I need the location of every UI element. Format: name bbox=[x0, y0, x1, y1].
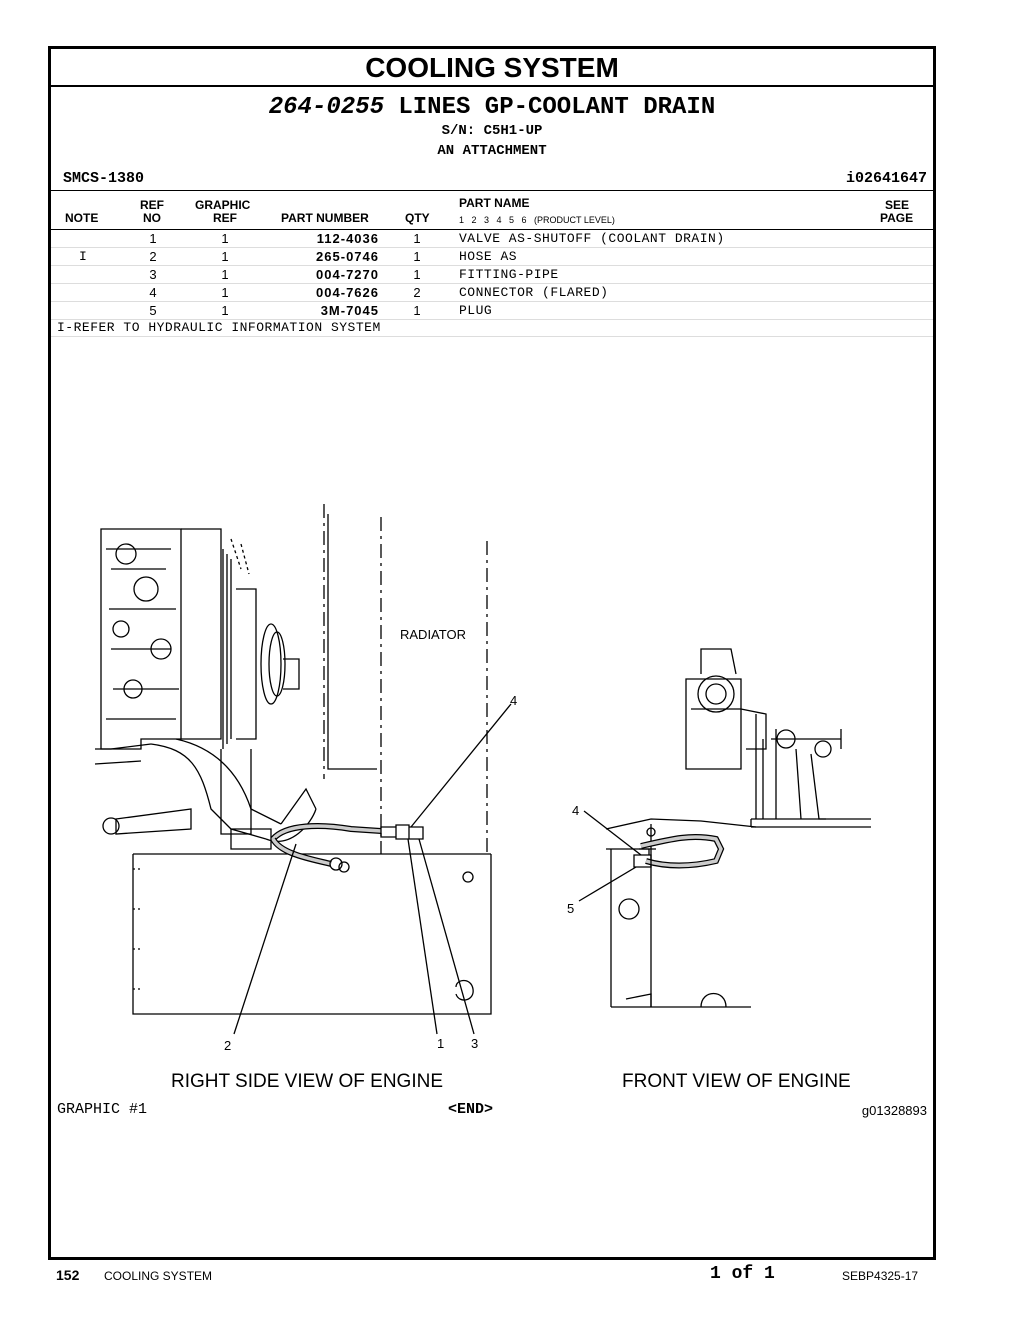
row-part-name: PLUG bbox=[459, 303, 493, 318]
front-view-label: FRONT VIEW OF ENGINE bbox=[622, 1071, 851, 1092]
group-part-number: 264-0255 bbox=[268, 94, 384, 121]
table-row: I 2 1 265-0746 1 HOSE AS bbox=[51, 247, 933, 266]
graphic-label: GRAPHIC #1 bbox=[57, 1101, 148, 1118]
row-ref: 1 bbox=[149, 231, 157, 246]
row-qty: 1 bbox=[413, 249, 421, 264]
page-frame: COOLING SYSTEM 264-0255 LINES GP-COOLANT… bbox=[48, 46, 936, 1260]
parts-table-header: NOTE REF NO GRAPHIC REF PART NUMBER QTY … bbox=[51, 190, 933, 230]
header-see-top: SEE bbox=[885, 198, 910, 212]
end-label: <END> bbox=[448, 1101, 494, 1118]
row-ref: 4 bbox=[149, 285, 157, 300]
callout-3: 3 bbox=[471, 1036, 478, 1051]
header-part-number: PART NUMBER bbox=[281, 211, 369, 225]
footer-section: COOLING SYSTEM bbox=[104, 1269, 213, 1283]
section-title: COOLING SYSTEM bbox=[51, 49, 933, 87]
row-ref: 2 bbox=[149, 249, 157, 264]
callout-4-front: 4 bbox=[572, 803, 579, 818]
header-product-levels: 1 2 3 4 5 6 (PRODUCT LEVEL) bbox=[459, 215, 615, 225]
row-ref: 3 bbox=[149, 267, 157, 282]
table-row: 3 1 004-7270 1 FITTING-PIPE bbox=[51, 265, 933, 284]
row-part-name: FITTING-PIPE bbox=[459, 267, 559, 282]
row-part-number: 3M-7045 bbox=[320, 303, 379, 318]
engine-illustration: RADIATOR 4 2 1 3 4 5 bbox=[94, 504, 871, 1053]
row-graphic-ref: 1 bbox=[221, 303, 229, 318]
identifier: i02641647 bbox=[845, 170, 927, 187]
graphic-number: g01328893 bbox=[861, 1103, 927, 1118]
serial-number: S/N: C5H1-UP bbox=[441, 123, 543, 139]
row-part-name: VALVE AS-SHUTOFF (COOLANT DRAIN) bbox=[459, 231, 725, 246]
group-title: 264-0255 LINES GP-COOLANT DRAIN bbox=[51, 94, 933, 121]
row-qty: 2 bbox=[413, 285, 421, 300]
right-side-view-label: RIGHT SIDE VIEW OF ENGINE bbox=[171, 1071, 444, 1092]
header-graphic-bottom: REF bbox=[213, 211, 237, 225]
row-part-number: 004-7270 bbox=[316, 267, 379, 282]
row-part-name: CONNECTOR (FLARED) bbox=[459, 285, 609, 300]
row-qty: 1 bbox=[413, 303, 421, 318]
reference-note: I-REFER TO HYDRAULIC INFORMATION SYSTEM bbox=[57, 320, 381, 335]
row-part-number: 112-4036 bbox=[316, 231, 379, 246]
document-number: SEBP4325-17 bbox=[842, 1269, 919, 1283]
callout-1: 1 bbox=[437, 1036, 444, 1051]
header-qty: QTY bbox=[405, 211, 430, 225]
smcs-code: SMCS-1380 bbox=[63, 170, 145, 187]
callout-5: 5 bbox=[567, 901, 574, 916]
row-part-number: 004-7626 bbox=[316, 285, 379, 300]
page-of: 1 of 1 bbox=[710, 1264, 775, 1284]
row-part-number: 265-0746 bbox=[316, 249, 379, 264]
divider bbox=[51, 336, 933, 337]
row-graphic-ref: 1 bbox=[221, 285, 229, 300]
header-ref-top: REF bbox=[140, 198, 164, 212]
row-qty: 1 bbox=[413, 267, 421, 282]
callout-4-right: 4 bbox=[510, 693, 517, 708]
row-note: I bbox=[79, 249, 87, 264]
row-qty: 1 bbox=[413, 231, 421, 246]
header-ref-bottom: NO bbox=[143, 211, 161, 225]
header-part-name: PART NAME bbox=[459, 196, 530, 210]
header-graphic-top: GRAPHIC bbox=[195, 198, 251, 212]
page-number: 152 bbox=[56, 1267, 80, 1283]
table-row: 4 1 004-7626 2 CONNECTOR (FLARED) bbox=[51, 283, 933, 302]
table-row: 1 1 112-4036 1 VALVE AS-SHUTOFF (COOLANT… bbox=[51, 229, 933, 248]
header-see-bottom: PAGE bbox=[880, 211, 914, 225]
row-graphic-ref: 1 bbox=[221, 249, 229, 264]
radiator-label: RADIATOR bbox=[400, 627, 466, 642]
row-graphic-ref: 1 bbox=[221, 231, 229, 246]
callout-2: 2 bbox=[224, 1038, 231, 1053]
attachment-label: AN ATTACHMENT bbox=[437, 143, 547, 159]
table-row: 5 1 3M-7045 1 PLUG bbox=[51, 301, 933, 320]
row-graphic-ref: 1 bbox=[221, 267, 229, 282]
row-ref: 5 bbox=[149, 303, 157, 318]
row-part-name: HOSE AS bbox=[459, 249, 518, 264]
header-note: NOTE bbox=[65, 211, 99, 225]
group-name: LINES GP-COOLANT DRAIN bbox=[398, 94, 716, 121]
